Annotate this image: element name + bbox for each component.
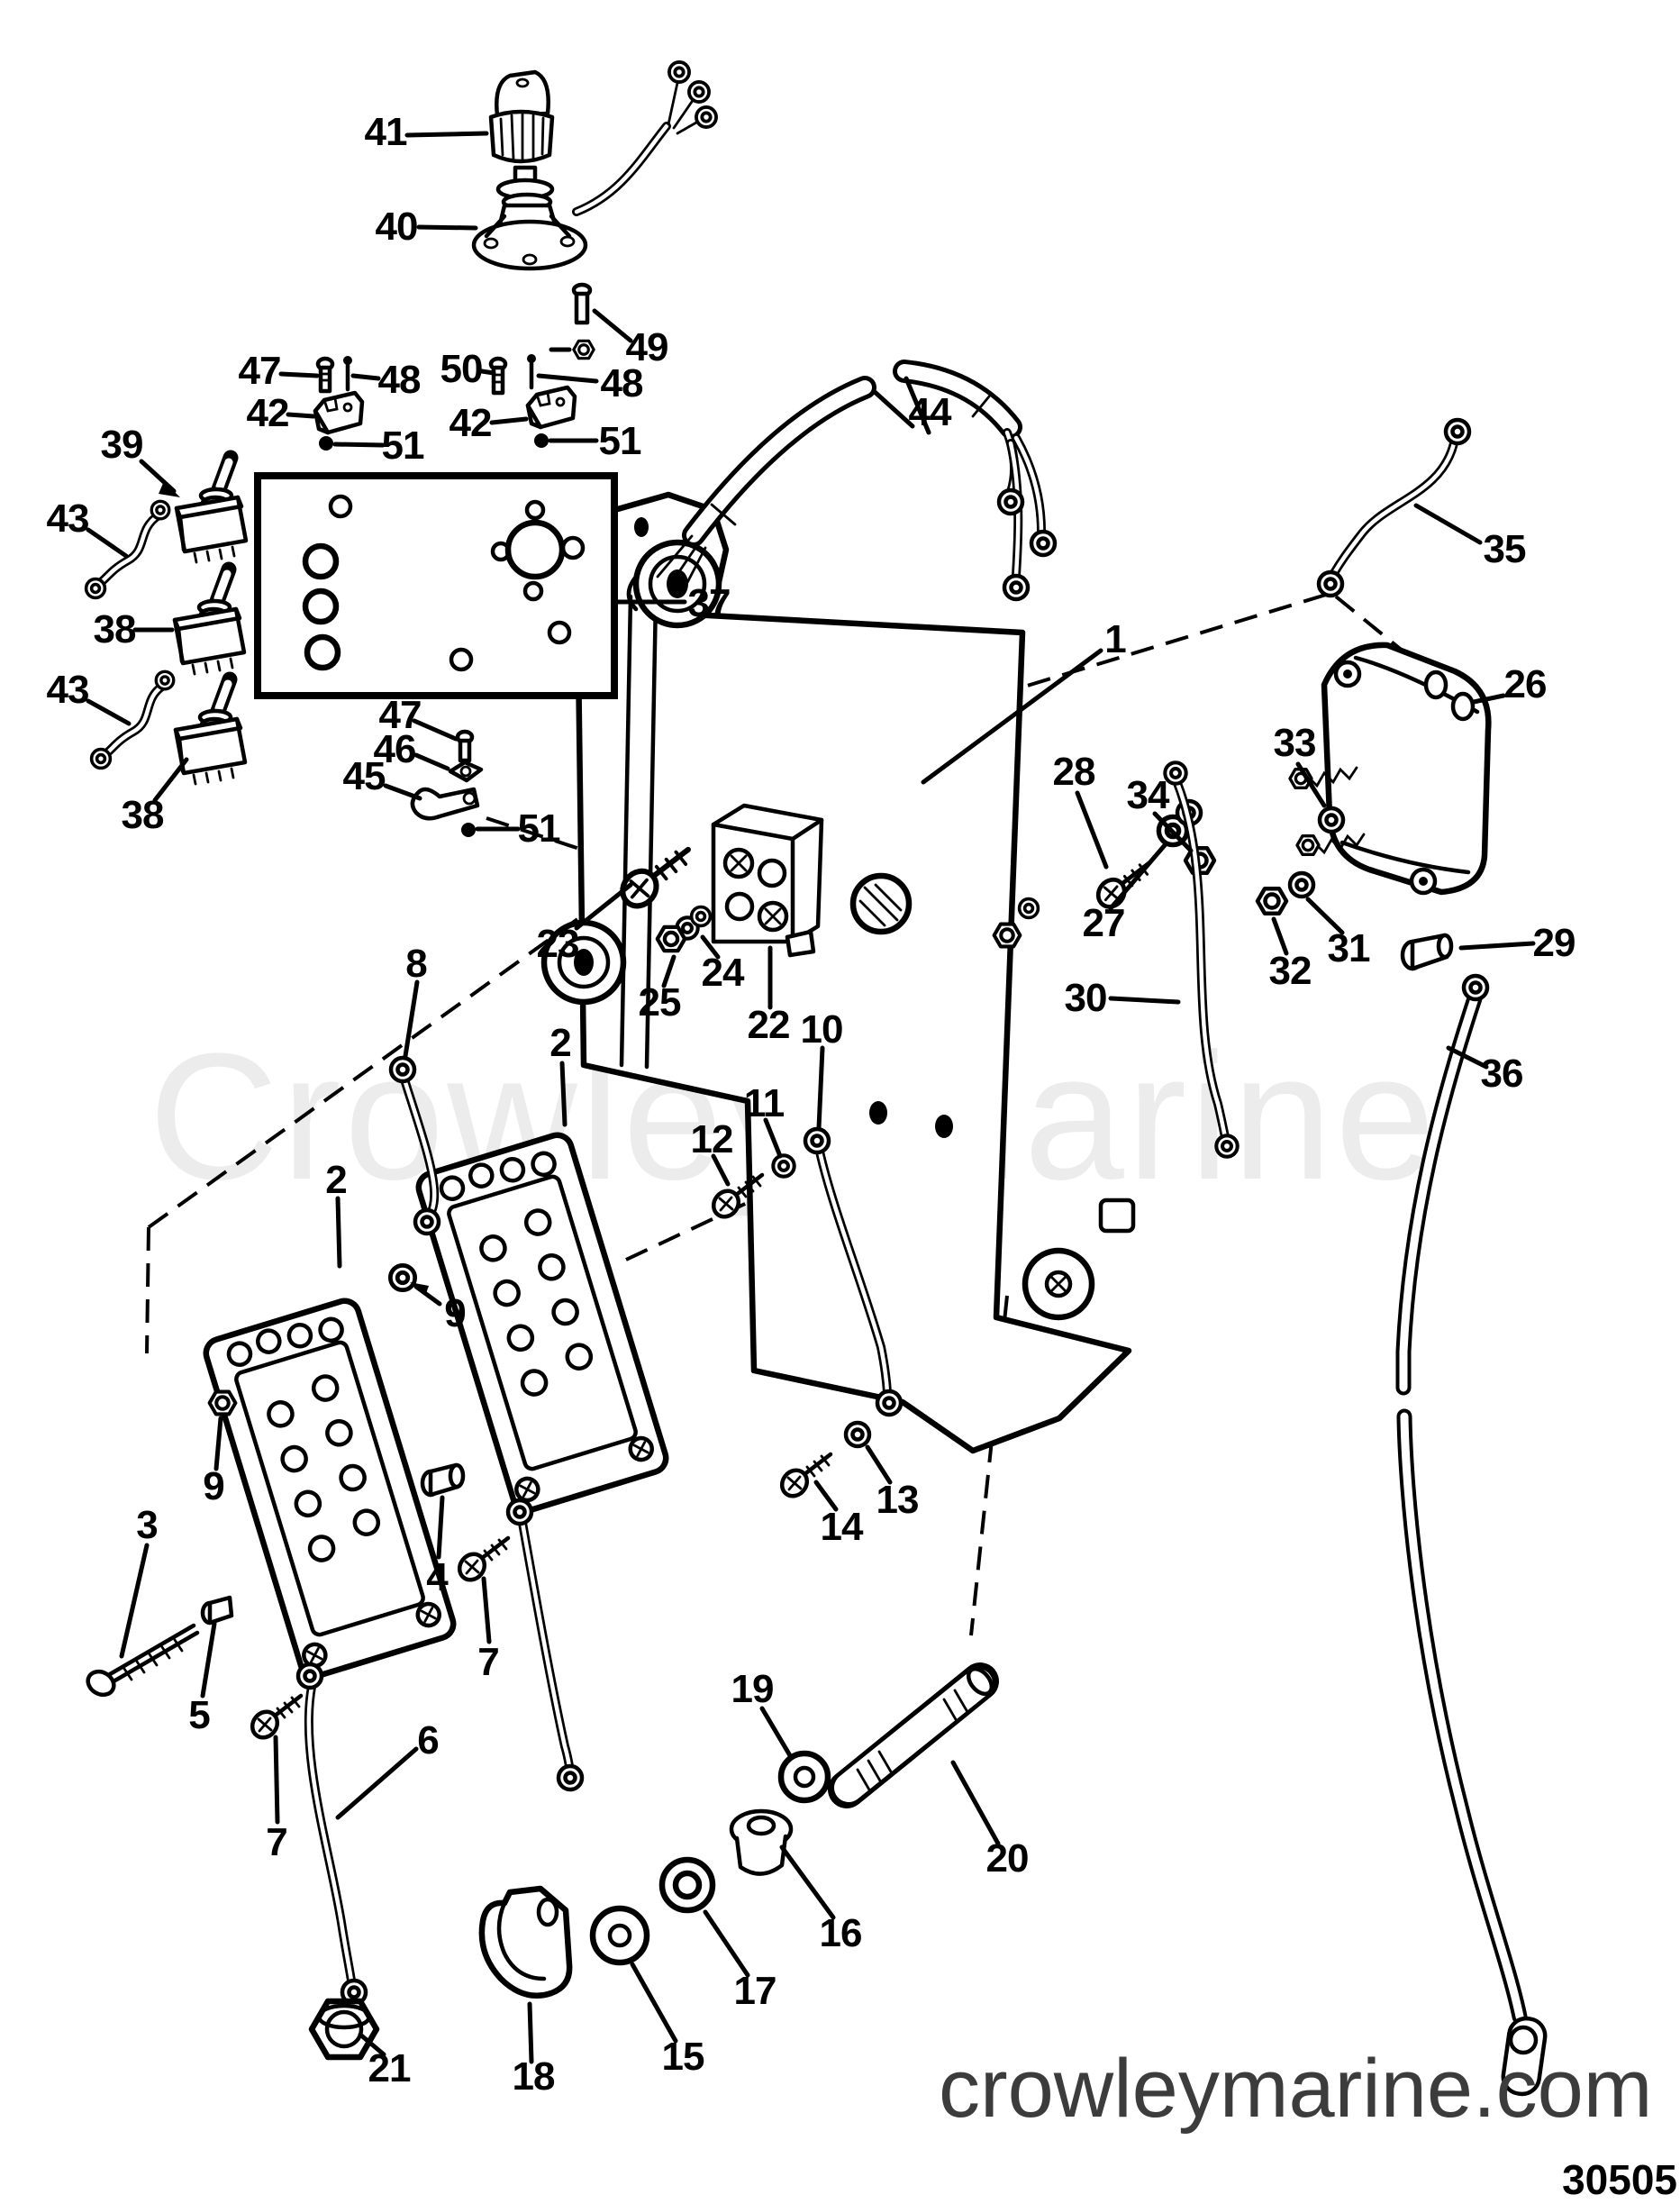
part-label-23: 23 <box>536 922 580 966</box>
part-label-27: 27 <box>1082 901 1126 945</box>
lead-wire-43b <box>89 669 176 770</box>
part-label-51: 51 <box>598 419 642 463</box>
leader-lines <box>86 131 1536 2064</box>
box-hardware <box>86 1155 869 1743</box>
part-label-19: 19 <box>731 1667 775 1711</box>
part-label-45: 45 <box>342 754 386 798</box>
part-label-41: 41 <box>364 110 408 154</box>
jumper-wire-8 <box>391 1058 439 1234</box>
part-label-8: 8 <box>405 942 428 986</box>
part-label-51: 51 <box>517 806 561 851</box>
part-label-42: 42 <box>449 401 493 445</box>
part-label-6: 6 <box>417 1718 440 1762</box>
part-label-11: 11 <box>743 1081 786 1125</box>
part-label-2: 2 <box>325 1158 348 1202</box>
part-label-3: 3 <box>136 1503 159 1547</box>
part-label-20: 20 <box>985 1836 1030 1881</box>
part-label-31: 31 <box>1327 926 1371 970</box>
part-label-37: 37 <box>687 581 731 625</box>
switch-box-plate-right <box>415 1132 669 1514</box>
part-label-49: 49 <box>625 325 669 369</box>
part-label-17: 17 <box>733 1969 777 2013</box>
part-label-7: 7 <box>266 1820 288 1864</box>
switch-box-plate-left <box>203 1298 457 1680</box>
mount-stack <box>308 1662 999 2061</box>
part-label-48: 48 <box>600 361 644 405</box>
toggle-switch-38b <box>176 679 245 784</box>
part-label-47: 47 <box>238 349 282 393</box>
part-label-39: 39 <box>100 423 144 467</box>
switch-mounting-hardware <box>315 354 575 451</box>
part-label-14: 14 <box>820 1505 864 1549</box>
part-label-36: 36 <box>1480 1052 1524 1096</box>
part-label-33: 33 <box>1273 721 1317 765</box>
spacer-bushing-4 <box>420 1462 466 1498</box>
footer-site-text: crowleymarine.com <box>939 2043 1653 2135</box>
part-label-44: 44 <box>908 390 952 434</box>
part-label-47: 47 <box>378 693 422 737</box>
part-label-1: 1 <box>1104 617 1127 661</box>
regulator-22 <box>711 803 824 958</box>
part-label-38: 38 <box>93 607 137 651</box>
part-label-40: 40 <box>375 205 419 249</box>
part-label-15: 15 <box>661 2035 705 2079</box>
part-label-30: 30 <box>1064 976 1108 1020</box>
clamp-cluster <box>410 729 484 837</box>
part-label-12: 12 <box>690 1117 734 1161</box>
toggle-switch-39 <box>177 458 246 562</box>
part-label-28: 28 <box>1052 750 1096 794</box>
part-label-32: 32 <box>1268 949 1312 993</box>
part-label-38: 38 <box>121 793 165 837</box>
ignition-knob <box>488 69 555 164</box>
jumper-wire-10 <box>805 1129 901 1415</box>
solenoid-hardware <box>1093 801 1454 971</box>
part-label-29: 29 <box>1532 921 1576 965</box>
part-label-18: 18 <box>512 2054 556 2099</box>
part-label-51: 51 <box>381 423 425 468</box>
part-label-42: 42 <box>246 391 290 435</box>
mounting-bracket <box>540 491 1136 1454</box>
part-label-48: 48 <box>377 358 422 402</box>
part-label-13: 13 <box>876 1478 920 1522</box>
doc-number: 30505 <box>1562 2156 1677 2203</box>
part-label-10: 10 <box>800 1007 844 1052</box>
part-label-34: 34 <box>1126 773 1170 817</box>
ground-wire-35 <box>1319 420 1469 596</box>
ignition-switch <box>471 60 718 271</box>
part-label-5: 5 <box>188 1693 211 1737</box>
wiring-harness-44 <box>656 360 1055 599</box>
part-label-21: 21 <box>368 2046 412 2090</box>
part-label-43: 43 <box>46 496 90 541</box>
part-label-24: 24 <box>701 951 745 995</box>
lead-wire-43a <box>84 499 171 600</box>
screw-49 <box>549 282 595 360</box>
battery-cable-36 <box>1395 976 1548 2097</box>
part-label-25: 25 <box>638 980 682 1025</box>
part-label-9: 9 <box>203 1464 225 1508</box>
part-label-16: 16 <box>819 1911 863 1955</box>
part-label-2: 2 <box>549 1021 572 1065</box>
part-label-50: 50 <box>440 347 484 391</box>
part-label-43: 43 <box>46 668 90 712</box>
jumper-wire-6-left <box>298 1664 366 2004</box>
part-label-35: 35 <box>1483 527 1527 571</box>
part-label-7: 7 <box>477 1640 500 1684</box>
part-label-26: 26 <box>1503 662 1548 706</box>
ground-wire-30 <box>1165 762 1237 1156</box>
jumper-wire-6-right <box>508 1500 582 1790</box>
toggle-switch-38a <box>175 569 244 674</box>
part-label-4: 4 <box>426 1555 449 1599</box>
starter-solenoid <box>1288 642 1492 896</box>
part-label-9: 9 <box>444 1291 467 1335</box>
gasket-plate-37 <box>254 472 618 699</box>
part-label-22: 22 <box>747 1003 791 1047</box>
part-label-46: 46 <box>373 727 417 771</box>
